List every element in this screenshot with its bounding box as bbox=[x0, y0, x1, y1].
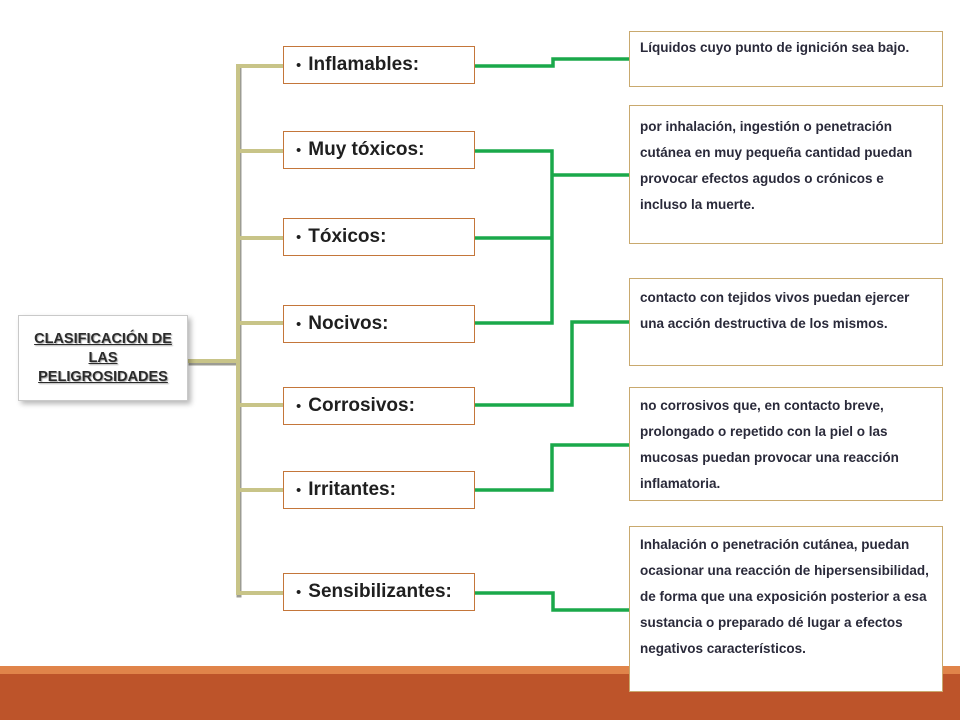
bullet-icon: • bbox=[296, 583, 302, 601]
description-irritantes: no corrosivos que, en contacto breve, pr… bbox=[629, 387, 943, 501]
tree-connectors bbox=[188, 64, 285, 598]
bullet-icon: • bbox=[296, 141, 302, 159]
category-label: Corrosivos: bbox=[308, 395, 415, 416]
root-trunk-shadow bbox=[188, 65, 242, 598]
root-trunk bbox=[188, 64, 240, 595]
category-label: Tóxicos: bbox=[308, 226, 387, 247]
link-connectors bbox=[475, 57, 629, 612]
description-inflamables: Líquidos cuyo punto de ignición sea bajo… bbox=[629, 31, 943, 87]
bullet-icon: • bbox=[296, 315, 302, 333]
description-text: Líquidos cuyo punto de ignición sea bajo… bbox=[640, 40, 910, 55]
description-sensibilizantes: Inhalación o penetración cutánea, puedan… bbox=[629, 526, 943, 692]
link-sensibilizantes bbox=[475, 591, 629, 612]
bullet-icon: • bbox=[296, 481, 302, 499]
category-muy-toxicos: • Muy tóxicos: bbox=[283, 131, 475, 169]
bullet-icon: • bbox=[296, 228, 302, 246]
category-nocivos: • Nocivos: bbox=[283, 305, 475, 343]
root-node: CLASIFICACIÓN DE LAS PELIGROSIDADES bbox=[18, 315, 188, 401]
category-inflamables: • Inflamables: bbox=[283, 46, 475, 84]
category-sensibilizantes: • Sensibilizantes: bbox=[283, 573, 475, 611]
link-inflamables bbox=[475, 57, 629, 68]
category-label: Sensibilizantes: bbox=[308, 581, 452, 602]
description-toxicity: por inhalación, ingestión o penetración … bbox=[629, 105, 943, 244]
category-irritantes: • Irritantes: bbox=[283, 471, 475, 509]
category-label: Irritantes: bbox=[308, 479, 396, 500]
tree-branches bbox=[236, 64, 285, 595]
description-corrosivos: contacto con tejidos vivos puedan ejerce… bbox=[629, 278, 943, 366]
root-label: CLASIFICACIÓN DE LAS PELIGROSIDADES bbox=[34, 330, 172, 385]
category-label: Nocivos: bbox=[308, 313, 389, 334]
category-label: Muy tóxicos: bbox=[308, 139, 425, 160]
category-label: Inflamables: bbox=[308, 54, 420, 75]
bullet-icon: • bbox=[296, 56, 302, 74]
description-text: por inhalación, ingestión o penetración … bbox=[640, 119, 913, 212]
link-irritantes bbox=[475, 443, 629, 492]
description-text: no corrosivos que, en contacto breve, pr… bbox=[640, 398, 899, 491]
link-corrosivos bbox=[475, 320, 629, 407]
bullet-icon: • bbox=[296, 397, 302, 415]
description-text: Inhalación o penetración cutánea, puedan… bbox=[640, 537, 929, 656]
description-text: contacto con tejidos vivos puedan ejerce… bbox=[640, 290, 910, 331]
category-corrosivos: • Corrosivos: bbox=[283, 387, 475, 425]
link-toxic-group bbox=[475, 149, 629, 325]
category-toxicos: • Tóxicos: bbox=[283, 218, 475, 256]
